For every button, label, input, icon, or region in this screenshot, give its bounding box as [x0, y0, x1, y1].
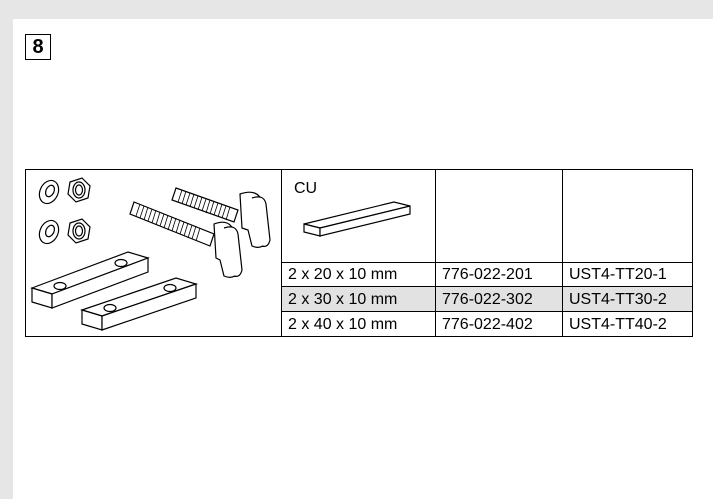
parts-illustration-cell	[25, 169, 282, 337]
part-number-cell: 776-022-201	[435, 261, 563, 288]
bolt-icon	[129, 201, 243, 278]
table-header-row: CU	[25, 169, 693, 337]
part-number-header	[435, 169, 563, 263]
code-cell: UST4-TT30-2	[562, 286, 693, 313]
table-row: 2 x 20 x 10 mm 776-022-201 UST4-TT20-1	[26, 261, 693, 288]
code-cell: UST4-TT20-1	[562, 261, 693, 288]
clamp-plate-icon	[80, 277, 198, 331]
part-number-cell: 776-022-402	[435, 311, 563, 337]
copper-bar-icon	[303, 201, 411, 237]
nut-icon	[67, 177, 91, 203]
step-number: 8	[25, 34, 51, 60]
material-cell: CU	[281, 169, 436, 263]
code-header	[562, 169, 693, 263]
washer-icon	[38, 179, 60, 205]
parts-table: CU 2 x 20 x 10 mm 776-022-201 UST4-TT20-…	[25, 169, 693, 337]
size-cell: 2 x 30 x 10 mm	[281, 286, 436, 313]
table-row: 2 x 40 x 10 mm 776-022-402 UST4-TT40-2	[26, 311, 693, 337]
washer-icon	[38, 219, 60, 245]
code-cell: UST4-TT40-2	[562, 311, 693, 337]
part-number-cell: 776-022-302	[435, 286, 563, 313]
mounting-kit-illustration	[30, 177, 271, 331]
bolt-icon	[171, 187, 271, 248]
size-cell: 2 x 20 x 10 mm	[281, 261, 436, 288]
size-cell: 2 x 40 x 10 mm	[281, 311, 436, 337]
nut-icon	[67, 218, 91, 244]
instruction-page: 8	[13, 19, 713, 499]
material-label: CU	[294, 180, 318, 197]
clamp-plate-icon	[30, 251, 150, 309]
